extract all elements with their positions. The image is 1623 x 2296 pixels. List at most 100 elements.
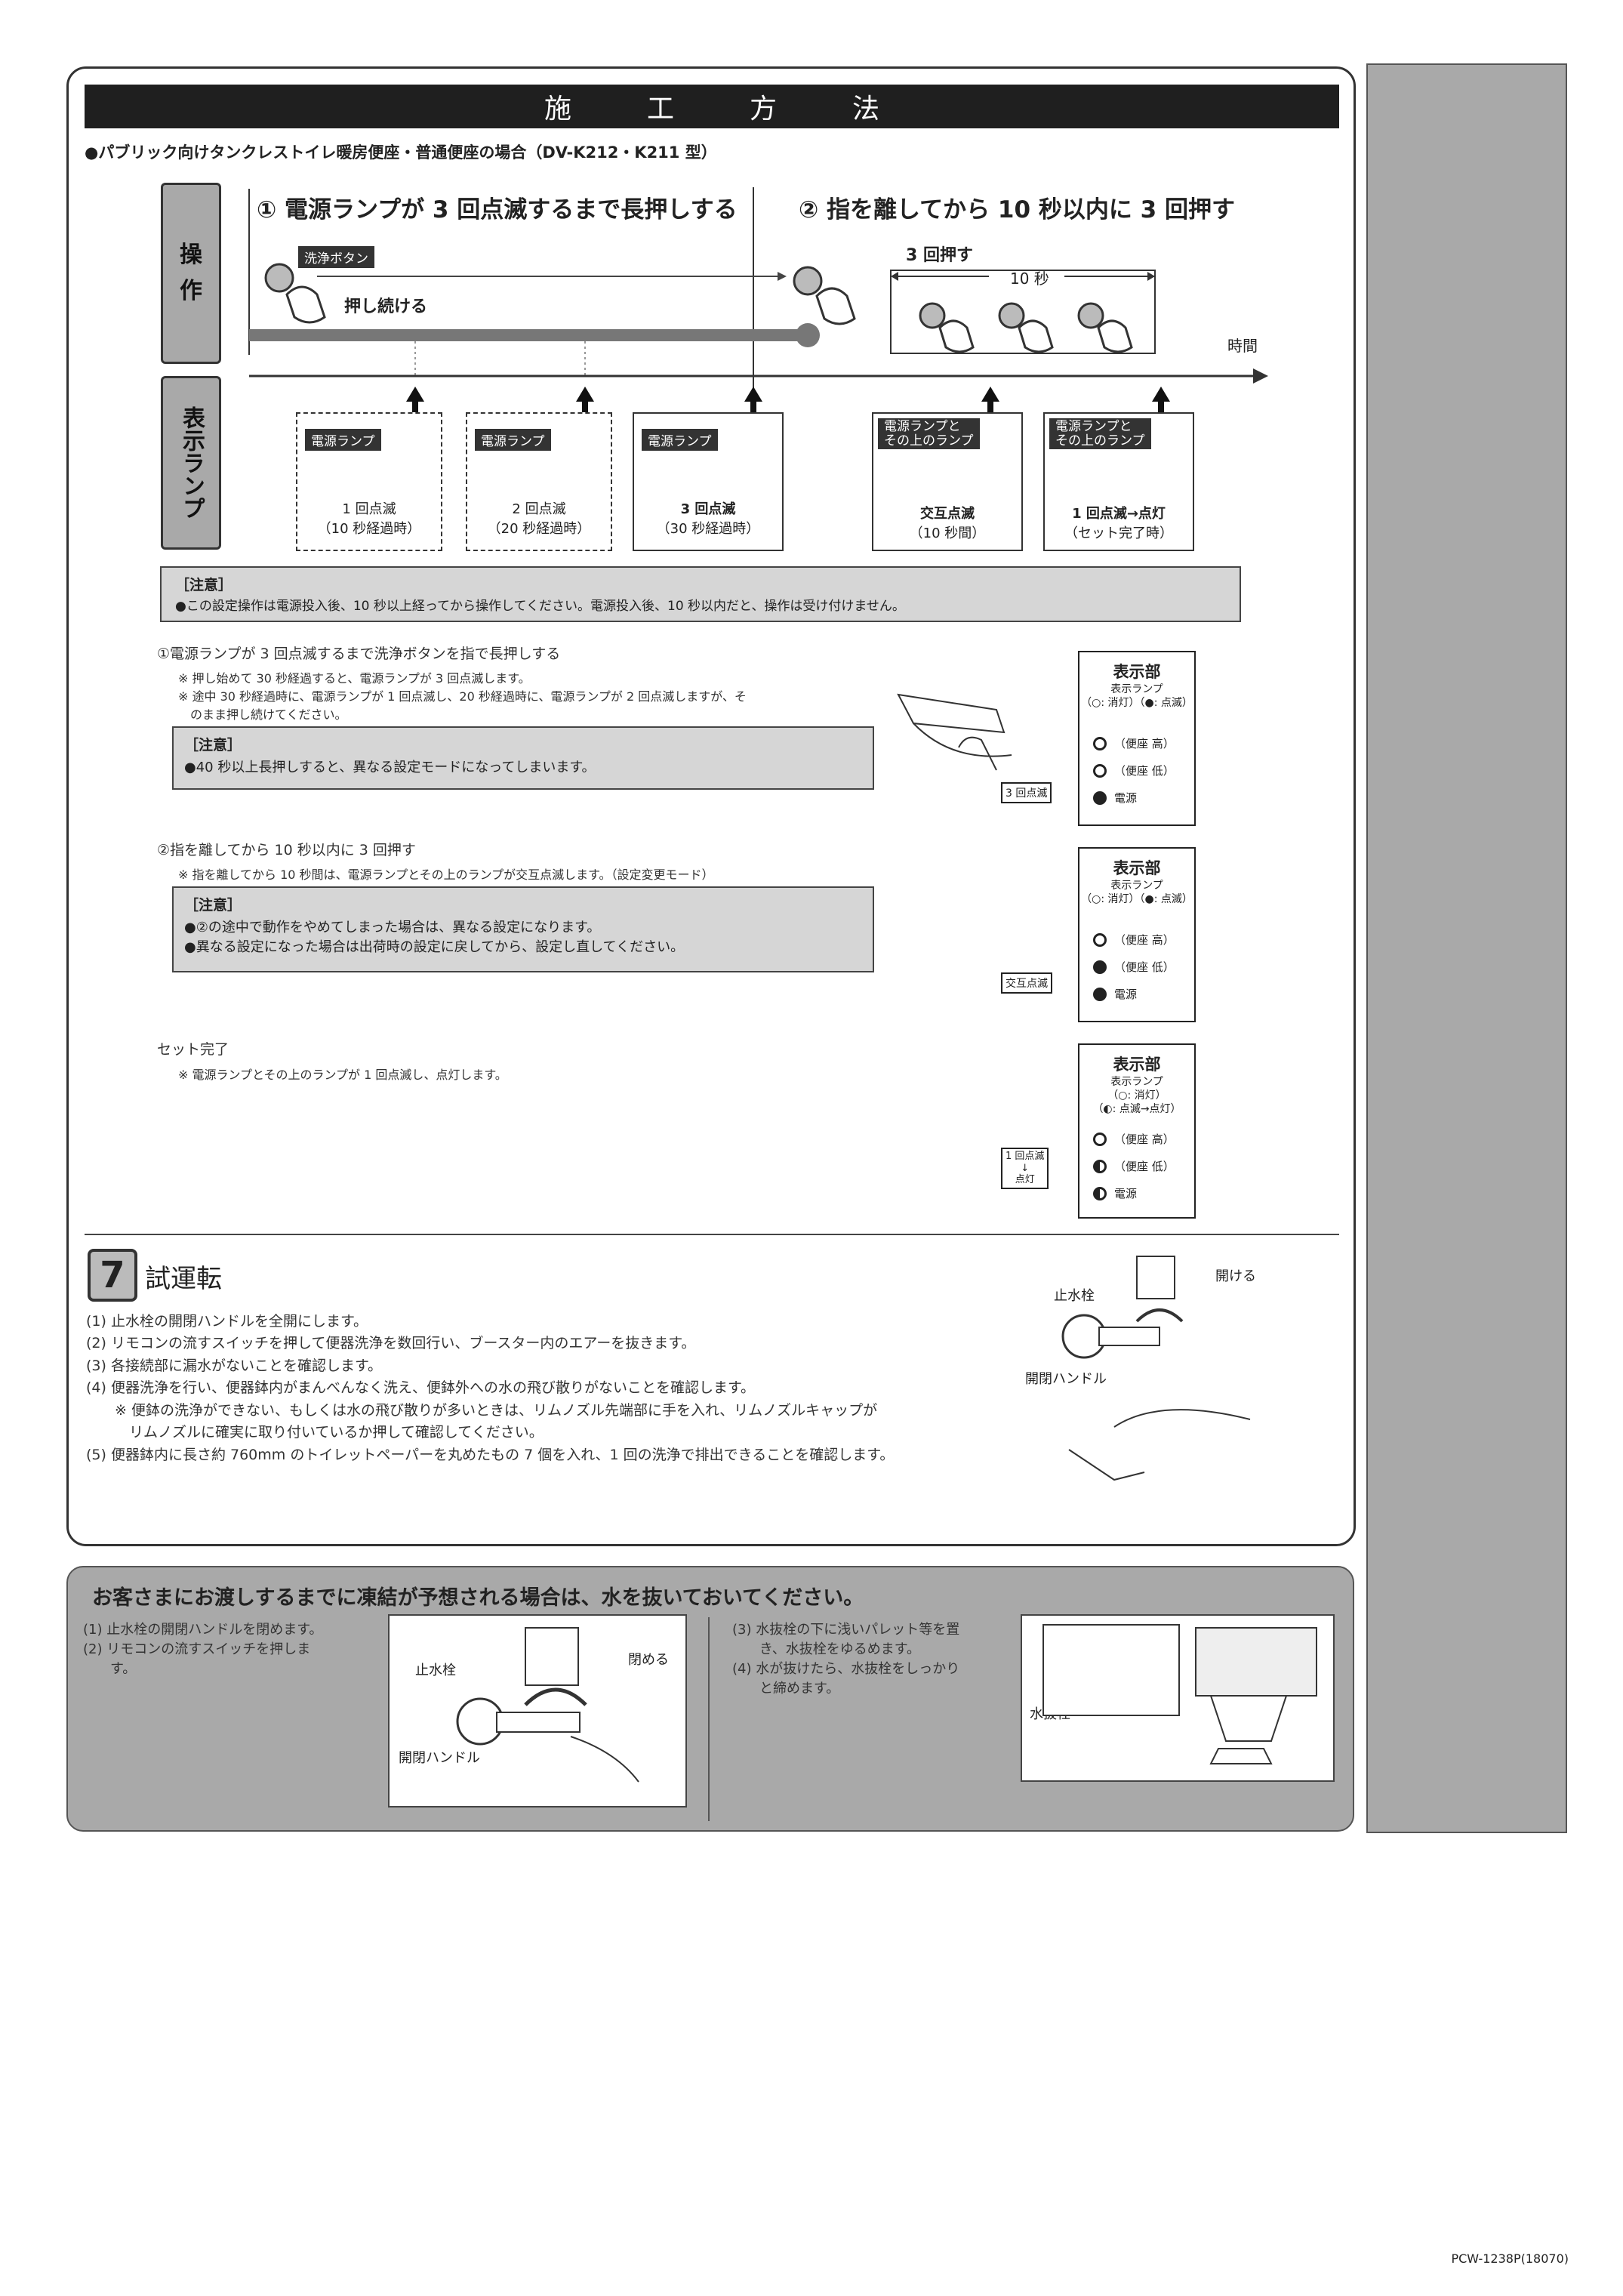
hold-text: 押し続ける — [344, 297, 428, 316]
display-head: 表示部 — [1113, 859, 1161, 877]
press-icon-3 — [1077, 302, 1104, 329]
valve-figure — [1061, 1256, 1251, 1481]
caution-title: ［注意］ — [184, 737, 242, 754]
lamp-label: 電源ランプと その上のランプ — [878, 418, 980, 450]
lamp-line1: 1 回点滅→点灯 — [1072, 506, 1166, 522]
freeze-heading: お客さまにお渡しするまでに凍結が予想される場合は、水を抜いておいてください。 — [92, 1586, 864, 1610]
page-title: 施 工 方 法 — [85, 85, 1339, 128]
instr1-heading: ①電源ランプが 3 回点滅するまで洗浄ボタンを指で長押しする — [157, 646, 561, 662]
instr2-heading: ②指を離してから 10 秒以内に 3 回押す — [157, 842, 416, 858]
lamp-line2: （20 秒経過時） — [487, 521, 591, 537]
lamp-off-icon — [1093, 1132, 1107, 1146]
display-sub: 表示ランプ （○: 消灯） （◐: 点滅→点灯） — [1092, 1076, 1181, 1116]
lamp-half-icon — [1093, 1159, 1107, 1173]
section-divider — [85, 1234, 1339, 1235]
lamp-off-icon — [1093, 932, 1107, 947]
lamp-on-icon — [1093, 960, 1107, 974]
press-icon-1 — [919, 302, 946, 329]
freeze-right-list: (3) 水抜栓の下に浅いパレット等を置 き、水抜栓をゆるめます。 (4) 水が抜… — [732, 1620, 959, 1699]
lamp-row-label: （便座 低） — [1114, 1160, 1175, 1173]
list-item: き、水抜栓をゆるめます。 — [732, 1641, 920, 1658]
caution-title: ［注意］ — [184, 897, 242, 914]
lamp-panel-3: 電源ランプ 3 回点滅 （30 秒経過時） — [633, 412, 784, 551]
title-char: 方 — [750, 94, 778, 125]
lamp-off-icon — [1093, 763, 1107, 778]
lamp-line1: 2 回点滅 — [512, 501, 566, 517]
hand-icon — [285, 285, 326, 324]
list-item: (2) リモコンの流すスイッチを押して便器洗浄を数回行い、ブースター内のエアーを… — [86, 1335, 696, 1352]
label-stop-valve: 止水栓 — [415, 1663, 456, 1678]
lamp-on-icon — [1093, 791, 1107, 805]
document-code: PCW-1238P(18070) — [1451, 2251, 1569, 2266]
lamp-line1: 交互点滅 — [920, 506, 975, 522]
hold-bar-end — [796, 323, 820, 347]
display-box-2: 表示部 表示ランプ （○: 消灯）（●: 点滅） （便座 高） （便座 低） 電… — [1078, 847, 1196, 1022]
hand-icon — [1097, 319, 1133, 353]
time-axis-arrow — [1253, 368, 1268, 384]
lamp-row: （便座 低） — [1093, 1158, 1175, 1174]
list-item: (3) 各接続部に漏水がないことを確認します。 — [86, 1357, 383, 1374]
list-item: と締めます。 — [732, 1681, 840, 1697]
freeze-box: お客さまにお渡しするまでに凍結が予想される場合は、水を抜いておいてください。 (… — [66, 1566, 1354, 1832]
caution-title: ［注意］ — [175, 577, 233, 593]
list-item: (2) リモコンの流すスイッチを押しま — [83, 1641, 311, 1658]
caution-text: ●この設定操作は電源投入後、10 秒以上経ってから操作してください。電源投入後、… — [175, 599, 905, 614]
lamp-line2: （30 秒経過時） — [656, 521, 760, 537]
lamp-row-label: （便座 低） — [1114, 764, 1175, 778]
lamp-off-icon — [1093, 736, 1107, 750]
title-char: 施 — [544, 94, 571, 125]
subtitle: ●パブリック向けタンクレストイレ暖房便座・普通便座の場合（DV-K212・K21… — [85, 143, 717, 162]
lamp-panel-2: 電源ランプ 2 回点滅 （20 秒経過時） — [466, 412, 612, 551]
ten-sec-arrow — [1147, 272, 1155, 281]
step1-heading: ① 電源ランプが 3 回点滅するまで長押しする — [257, 196, 738, 223]
tab-display-text: 表示ランプ — [178, 406, 205, 519]
list-item: (5) 便器鉢内に長さ約 760mm のトイレットペーパーを丸めたもの 7 個を… — [86, 1446, 895, 1463]
title-char: 法 — [852, 94, 880, 125]
wash-button-label: 洗浄ボタン — [298, 246, 374, 268]
wash-button-icon — [793, 266, 823, 296]
section-title: 試運転 — [145, 1264, 222, 1294]
freeze-figure-1: 止水栓 閉める 開閉ハンドル — [388, 1614, 687, 1808]
instr1-note: のまま押し続けてください。 — [178, 707, 347, 722]
lamp-label: 電源ランプ — [475, 429, 551, 451]
display-sub: 表示ランプ （○: 消灯）（●: 点滅） — [1081, 880, 1193, 906]
caution-box-2: ［注意］ ●40 秒以上長押しすると、異なる設定モードになってしまいます。 — [172, 726, 874, 790]
list-item: (1) 止水栓の開閉ハンドルを閉めます。 — [83, 1622, 323, 1638]
label-close: 閉める — [628, 1652, 669, 1668]
freeze-left-list: (1) 止水栓の開閉ハンドルを閉めます。 (2) リモコンの流すスイッチを押しま… — [83, 1620, 322, 1679]
lamp-row: （便座 高） — [1093, 735, 1175, 751]
side-strip — [1366, 63, 1567, 1833]
instr1-note: ※ 押し始めて 30 秒経過すると、電源ランプが 3 回点滅します。 — [178, 671, 531, 686]
hold-bar — [249, 329, 808, 341]
caution-box-1: ［注意］ ●この設定操作は電源投入後、10 秒以上経ってから操作してください。電… — [160, 566, 1241, 622]
lamp-row-label: 電源 — [1114, 1187, 1138, 1200]
caution-text: ●40 秒以上長押しすると、異なる設定モードになってしまいます。 — [184, 760, 596, 775]
lamp-panel-4: 電源ランプと その上のランプ 交互点滅 （10 秒間） — [872, 412, 1023, 551]
lamp-panel-5: 電源ランプと その上のランプ 1 回点滅→点灯 （セット完了時） — [1043, 412, 1194, 551]
lamp-row: （便座 高） — [1093, 932, 1175, 948]
lamp-label: 電源ランプ — [642, 429, 718, 451]
list-item: す。 — [83, 1661, 137, 1678]
callout-alternate: 交互点滅 — [1001, 972, 1052, 994]
main-frame — [66, 66, 1356, 1546]
caution-text: ●②の途中で動作をやめてしまった場合は、異なる設定になります。 — [184, 920, 601, 935]
label-stop-valve: 止水栓 — [1054, 1288, 1095, 1304]
valve-close-illustration — [456, 1627, 639, 1783]
list-item: リムノズルに確実に取り付いているか押して確認してください。 — [86, 1424, 544, 1441]
time-label: 時間 — [1227, 337, 1258, 355]
section-number-badge: 7 — [88, 1249, 137, 1302]
lamp-row: （便座 高） — [1093, 1131, 1175, 1147]
lamp-line1: 1 回点滅 — [342, 501, 396, 517]
title-char: 工 — [646, 94, 674, 125]
lamp-row: 電源 — [1093, 986, 1137, 1002]
lamp-row-label: （便座 高） — [1114, 933, 1175, 947]
press3-text: 3 回押す — [906, 246, 973, 265]
hand-icon — [815, 287, 856, 325]
tab-operation-text: 操 作 — [180, 242, 202, 304]
caution-box-3: ［注意］ ●②の途中で動作をやめてしまった場合は、異なる設定になります。 ●異な… — [172, 886, 874, 972]
display-head: 表示部 — [1113, 663, 1161, 681]
label-handle: 開閉ハンドル — [1025, 1371, 1107, 1387]
lamp-on-icon — [1093, 987, 1107, 1001]
lamp-row-label: 電源 — [1114, 988, 1138, 1001]
callout-3blink: 3 回点滅 — [1001, 782, 1052, 803]
